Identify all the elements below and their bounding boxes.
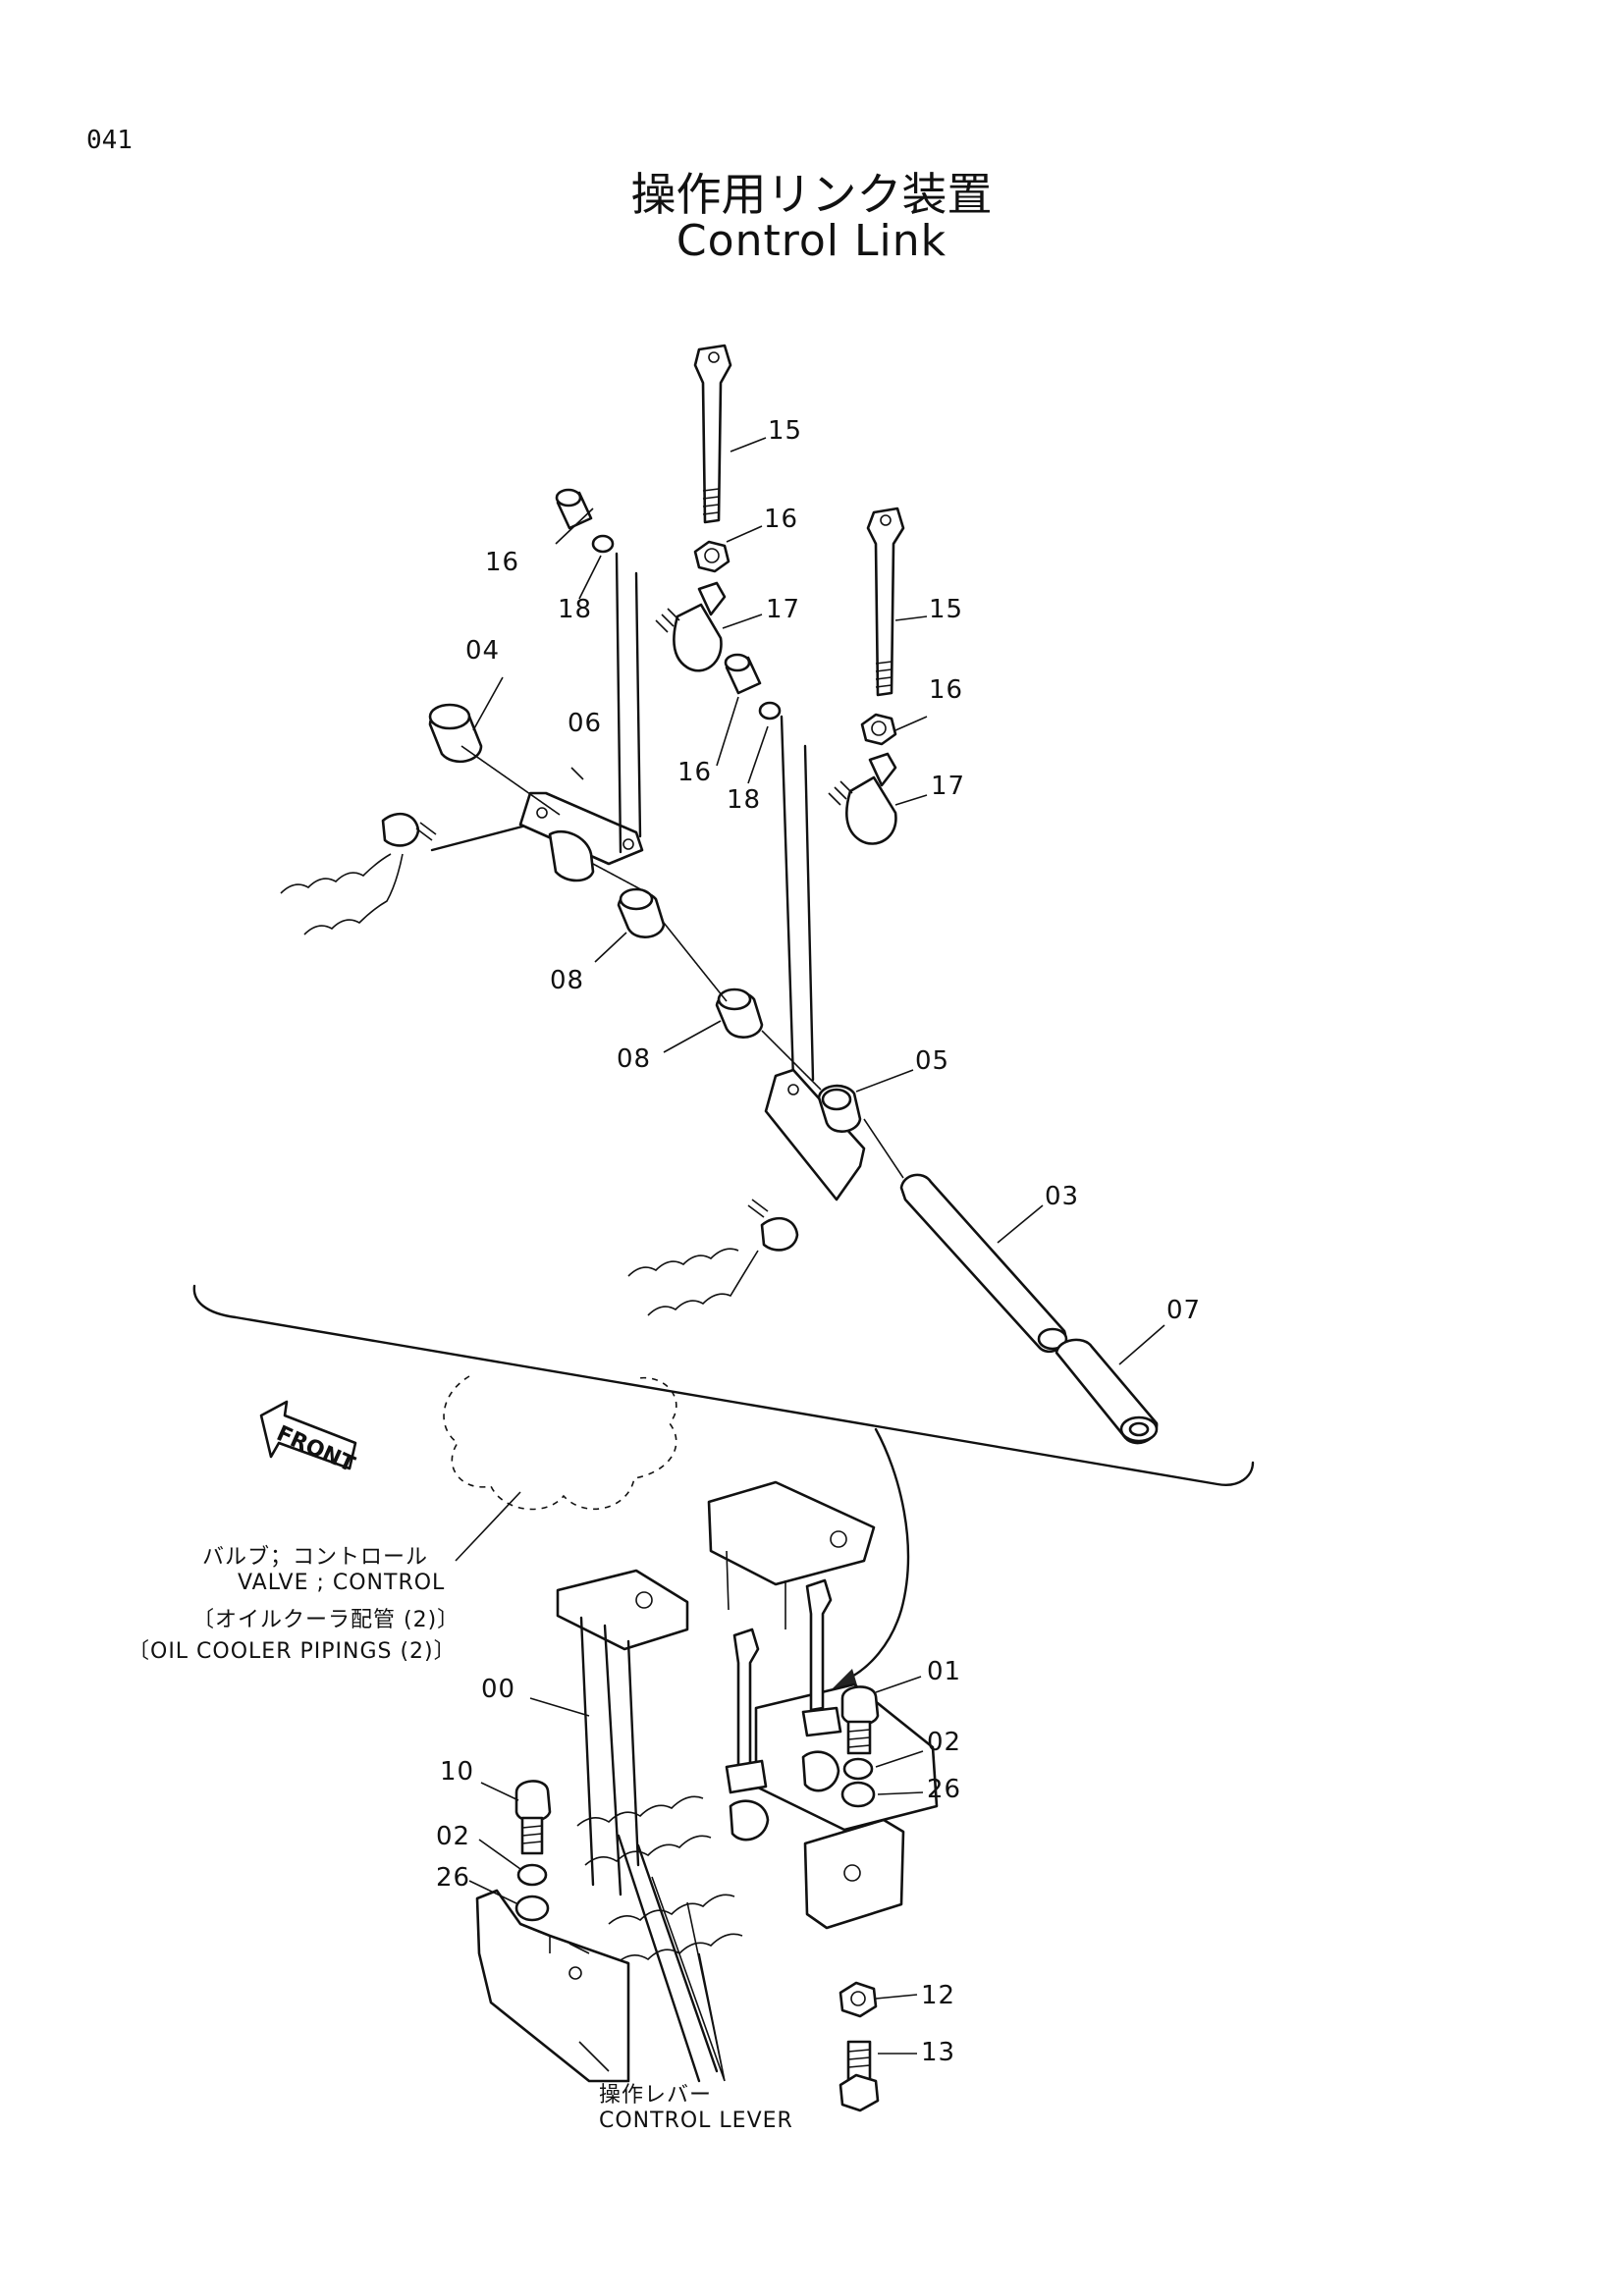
part-16-bushing-middle	[724, 653, 762, 695]
lever-line-left	[615, 552, 622, 854]
callout-15: 15	[768, 416, 803, 446]
callout-16: 16	[677, 758, 713, 787]
callout-00: 00	[481, 1675, 516, 1704]
control-lever-label-japanese: 操作レバー	[599, 2083, 713, 2108]
callout-05: 05	[915, 1046, 950, 1076]
lever-line-left-2	[634, 571, 642, 838]
lever-line-right-2	[803, 744, 815, 1082]
callout-18: 18	[558, 595, 593, 624]
valve-label-japanese: バルブ；コントロール	[202, 1545, 429, 1570]
part-08-bushing-upper	[617, 887, 666, 938]
part-26-washer-left	[514, 1895, 550, 1922]
callout-02: 02	[927, 1728, 962, 1757]
part-16-bushing-left	[555, 488, 593, 530]
valve-outline	[443, 1375, 677, 1511]
cable-boot-left	[280, 812, 524, 935]
part-04-bushing	[428, 703, 483, 764]
title-english: Control Link	[676, 216, 947, 266]
callout-16: 16	[485, 548, 520, 577]
connection-arrow	[842, 1427, 910, 1682]
mount-plate-upper	[707, 1480, 876, 1629]
callout-04: 04	[465, 636, 501, 666]
part-07-pipe	[1055, 1338, 1159, 1445]
callout-07: 07	[1166, 1296, 1202, 1325]
section-divider-line	[192, 1284, 1255, 1486]
callout-03: 03	[1045, 1182, 1080, 1211]
callout-16: 16	[764, 505, 799, 534]
callout-10: 10	[440, 1757, 475, 1787]
part-18-washer-left	[591, 534, 615, 554]
part-26-washer-right	[840, 1781, 876, 1808]
part-18-washer-middle	[758, 701, 782, 721]
part-03-shaft	[899, 1173, 1068, 1354]
part-10-bolt	[514, 1780, 552, 1855]
page-number: 041	[86, 126, 133, 155]
part-06-bracket	[518, 791, 644, 882]
part-00-lever-frame	[556, 1569, 689, 1896]
part-13-bolt	[839, 2040, 880, 2112]
part-01-bolt	[840, 1685, 880, 1755]
callout-01: 01	[927, 1657, 962, 1686]
callout-leaders-lower	[455, 1491, 924, 2082]
oil-cooler-label-english: 〔OIL COOLER PIPINGS (2)〕	[128, 1639, 457, 1664]
lever-rods	[725, 1578, 842, 1842]
oil-cooler-label-japanese: 〔オイルクーラ配管 (2)〕	[192, 1608, 460, 1632]
callout-15: 15	[929, 595, 964, 624]
part-16-nut-upper-left	[693, 540, 730, 573]
part-17-ball-joint-right	[828, 752, 897, 845]
part-02-washer-left	[516, 1863, 548, 1887]
part-16-nut-upper-right	[860, 713, 897, 746]
callout-16: 16	[929, 675, 964, 705]
part-12-nut	[839, 1981, 878, 2018]
callout-08: 08	[617, 1044, 652, 1074]
callout-02: 02	[436, 1822, 471, 1851]
part-05-bracket	[764, 1068, 866, 1201]
part-15-rod-right	[866, 507, 905, 697]
callout-18: 18	[727, 785, 762, 815]
callout-26: 26	[436, 1863, 471, 1893]
lever-line-right	[780, 715, 795, 1082]
part-08-bushing-lower	[715, 988, 764, 1039]
mounting-bracket-lower	[475, 1889, 630, 2083]
callout-06: 06	[568, 709, 603, 738]
callout-leaders-upper	[472, 437, 1165, 1365]
part-15-rod-left	[693, 344, 732, 524]
callout-12: 12	[921, 1981, 956, 2010]
title-japanese: 操作用リンク装置	[630, 168, 993, 221]
front-direction-arrow	[259, 1400, 357, 1470]
control-lever-label-english: CONTROL LEVER	[599, 2109, 793, 2133]
part-17-ball-joint-left	[655, 581, 727, 672]
callout-13: 13	[921, 2038, 956, 2067]
cable-boot-middle	[627, 1199, 799, 1316]
callout-17: 17	[931, 772, 966, 801]
part-02-washer-right	[842, 1757, 874, 1781]
callout-08: 08	[550, 966, 585, 995]
callout-17: 17	[766, 595, 801, 624]
valve-label-english: VALVE ; CONTROL	[238, 1571, 446, 1595]
callout-26: 26	[927, 1775, 962, 1804]
